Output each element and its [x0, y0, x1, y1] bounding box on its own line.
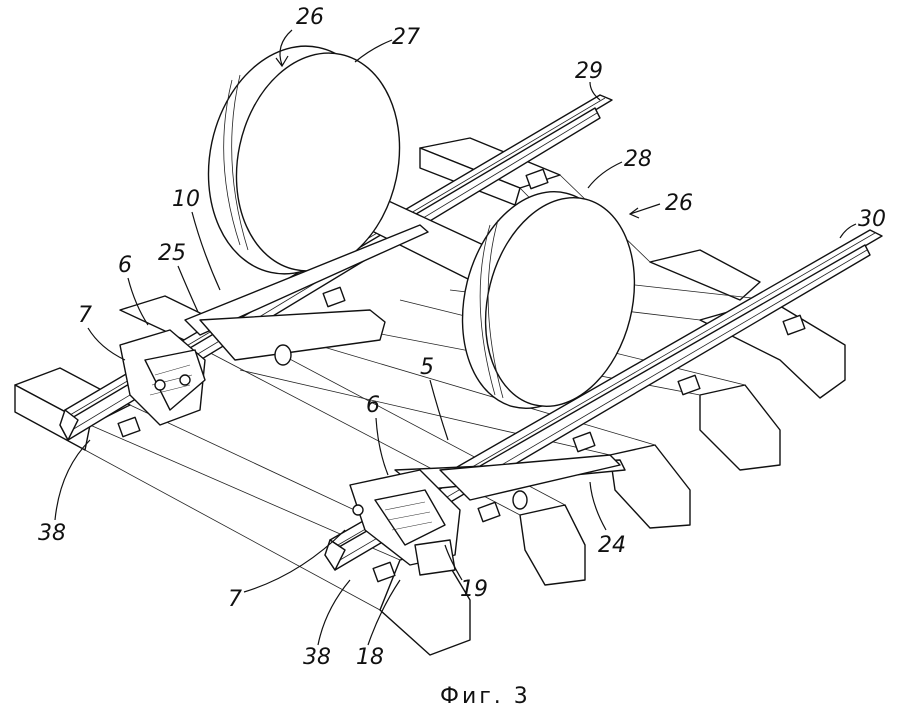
wheelset	[207, 45, 636, 409]
leader-29	[589, 81, 601, 101]
leader-38-left	[54, 439, 91, 521]
reference-labels: 26 27 29 28 26 30 10 25 6 7 5 6 38 24 7	[38, 5, 886, 670]
leader-38-right	[317, 579, 351, 646]
leader-26-right	[629, 203, 661, 215]
left-guide-assembly	[119, 224, 429, 426]
label-19: 19	[460, 577, 488, 602]
leader-10	[191, 211, 221, 291]
label-29: 29	[575, 59, 603, 84]
label-7-left: 7	[78, 303, 92, 328]
label-30: 30	[858, 207, 886, 232]
label-6-right: 6	[366, 393, 380, 418]
leader-19	[444, 544, 463, 581]
arrowhead-26-right	[628, 207, 640, 219]
leader-28	[587, 161, 623, 189]
leader-6-left	[127, 277, 149, 326]
label-38-left: 38	[38, 521, 66, 546]
label-5: 5	[420, 355, 434, 380]
label-7-right: 7	[228, 587, 242, 612]
label-6-left: 6	[118, 253, 132, 278]
leader-6-right	[375, 417, 389, 476]
right-guide-assembly	[349, 454, 626, 576]
figure-caption: Фиг. 3	[440, 684, 531, 709]
label-27: 27	[392, 25, 420, 50]
label-28: 28	[624, 147, 652, 172]
leader-30	[839, 223, 857, 239]
sleepers	[14, 137, 846, 656]
label-26-right: 26	[665, 191, 693, 216]
leader-18	[367, 579, 401, 646]
leader-7-left	[87, 327, 126, 361]
leader-5	[429, 379, 449, 441]
label-38-right: 38	[303, 645, 331, 670]
rail-fasteners	[117, 168, 806, 583]
leader-27	[354, 39, 393, 63]
leader-25	[177, 265, 199, 313]
leader-7-right	[243, 529, 346, 593]
arrowhead-26-top	[275, 55, 289, 68]
leader-26-top	[279, 29, 293, 66]
label-26-top: 26	[296, 5, 324, 30]
label-25: 25	[158, 241, 186, 266]
label-18: 18	[356, 645, 384, 670]
leader-24	[589, 481, 607, 531]
label-10: 10	[172, 187, 200, 212]
label-24: 24	[598, 533, 626, 558]
